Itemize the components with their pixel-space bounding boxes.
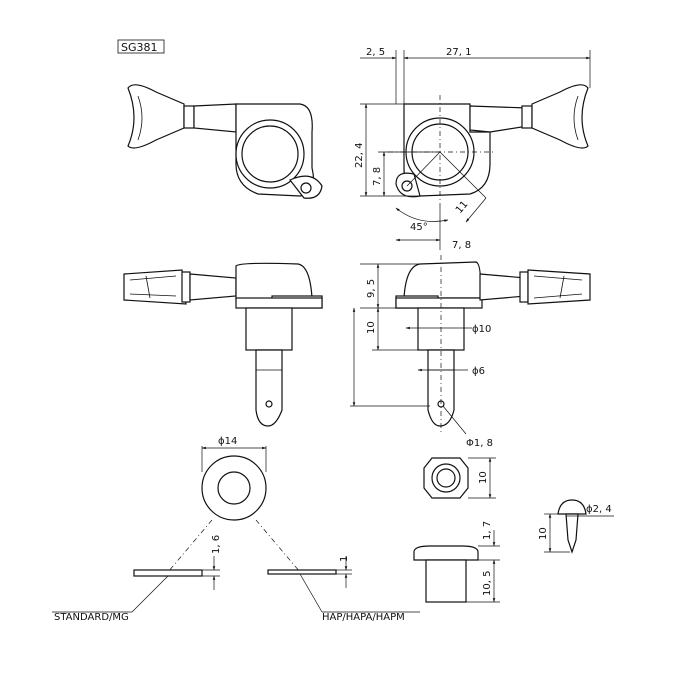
dim-height-total: 22, 4 bbox=[354, 143, 365, 168]
title-box: SG381 bbox=[117, 39, 165, 54]
dim-screw-length: 10 bbox=[538, 527, 549, 540]
washer-top-view: ϕ14 bbox=[167, 436, 301, 573]
model-title: SG381 bbox=[121, 41, 158, 54]
label-standard-mg: STANDARD/MG bbox=[54, 612, 129, 623]
tuner-front-view-left bbox=[127, 84, 323, 199]
washer-standard-profile: 1, 6 STANDARD/MG bbox=[52, 535, 222, 623]
dim-bushing-top: 1, 7 bbox=[482, 521, 493, 540]
dim-housing-height: 9, 5 bbox=[366, 279, 377, 298]
dim-height-hole: 7, 8 bbox=[372, 167, 383, 186]
dim-phi18: Φ1, 8 bbox=[466, 438, 493, 449]
dim-washer-standard: 1, 6 bbox=[211, 535, 222, 554]
dim-post-length: 10 bbox=[366, 321, 377, 334]
dim-phi6: ϕ6 bbox=[472, 366, 485, 377]
dim-top-offset: 2, 5 bbox=[366, 47, 385, 58]
mounting-screw-view: 10 ϕ2, 4 bbox=[538, 499, 614, 554]
bushing-side-view: 1, 7 10, 5 bbox=[413, 521, 500, 603]
middle-right-dimensions: 9, 5 10 ϕ10 ϕ6 Φ1, 8 bbox=[350, 263, 493, 449]
dim-angle: 45° bbox=[410, 222, 428, 233]
tuner-side-view-left bbox=[123, 262, 323, 427]
dim-bottom-width: 7, 8 bbox=[452, 240, 471, 251]
dim-nut-height: 10 bbox=[478, 471, 489, 484]
dim-bushing-length: 10, 5 bbox=[482, 571, 493, 596]
tuner-side-view-right bbox=[395, 255, 591, 432]
dim-phi14: ϕ14 bbox=[218, 436, 237, 447]
dim-screw-phi: ϕ2, 4 bbox=[586, 504, 612, 515]
hex-nut-view: 10 bbox=[423, 457, 496, 499]
washer-hap-profile: 1 HAP/HAPA/HAPM bbox=[267, 556, 420, 623]
dim-washer-hap: 1 bbox=[339, 556, 350, 562]
dim-slant: 11 bbox=[454, 199, 471, 216]
tuner-front-view-right bbox=[388, 84, 589, 205]
dim-top-width: 27, 1 bbox=[446, 47, 471, 58]
dim-phi10: ϕ10 bbox=[472, 324, 491, 335]
label-hap-hapa-hapm: HAP/HAPA/HAPM bbox=[322, 612, 405, 623]
